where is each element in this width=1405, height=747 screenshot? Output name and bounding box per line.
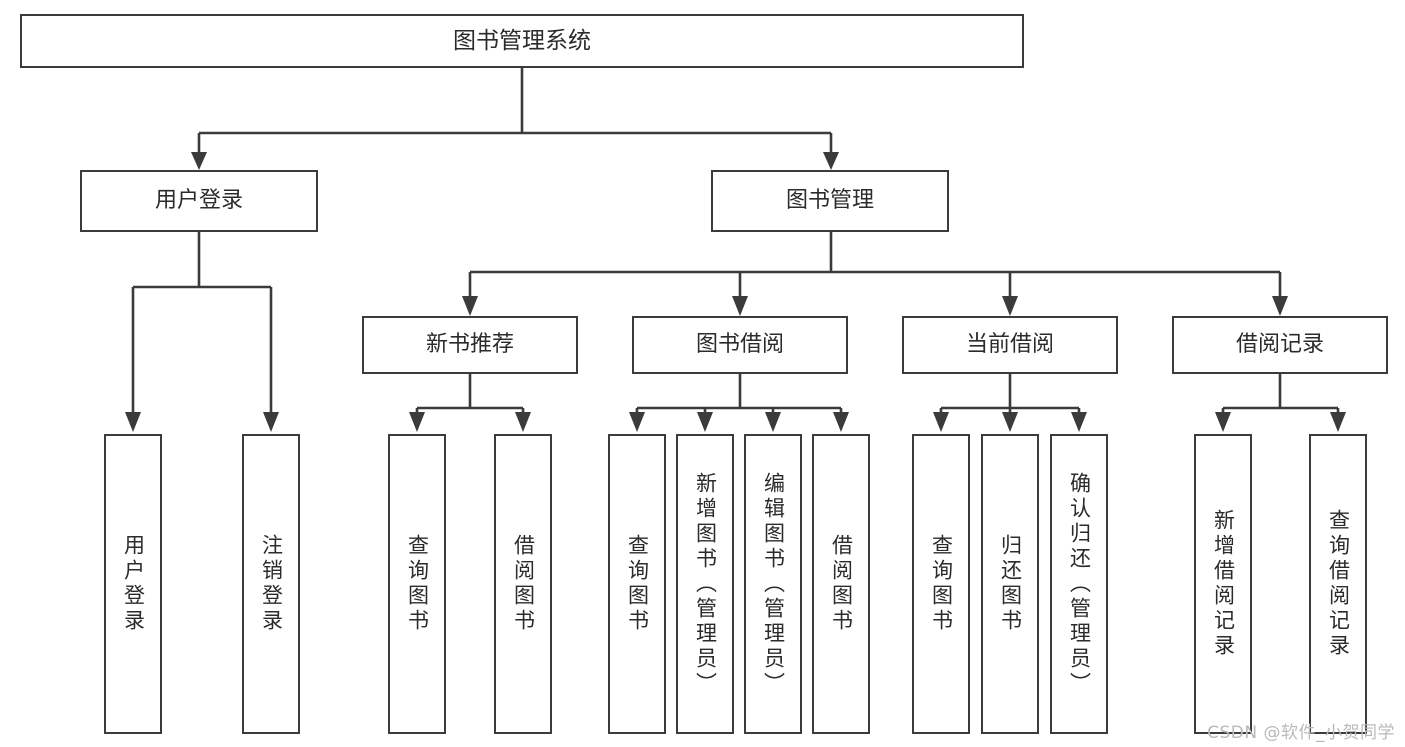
arrowhead-leaf-bb-2 xyxy=(697,412,713,432)
leaf-cb-return-book-label: 归还图书 xyxy=(998,534,1023,634)
node-current-borrow[interactable]: 当前借阅 xyxy=(902,316,1118,374)
node-new-book-recommend[interactable]: 新书推荐 xyxy=(362,316,578,374)
leaf-nb-query-book-label: 查询图书 xyxy=(405,534,430,634)
arrowhead-leaf-nb-1 xyxy=(409,412,425,432)
arrowhead-new-book xyxy=(462,296,478,316)
leaf-nb-query-book[interactable]: 查询图书 xyxy=(388,434,446,734)
leaf-nb-borrow-book-label: 借阅图书 xyxy=(511,534,536,634)
arrowhead-leaf-bb-3 xyxy=(765,412,781,432)
arrowhead-leaf-cb-2 xyxy=(1002,412,1018,432)
leaf-bb-borrow-book[interactable]: 借阅图书 xyxy=(812,434,870,734)
leaf-cb-query-book[interactable]: 查询图书 xyxy=(912,434,970,734)
leaf-cb-query-book-label: 查询图书 xyxy=(929,534,954,634)
leaf-cb-return-book[interactable]: 归还图书 xyxy=(981,434,1039,734)
csdn-watermark: CSDN @软件_小贺同学 xyxy=(1207,723,1395,743)
node-borrow-record[interactable]: 借阅记录 xyxy=(1172,316,1388,374)
arrowhead-leaf-bb-1 xyxy=(629,412,645,432)
leaf-bb-add-book-admin[interactable]: 新增图书（管理员） xyxy=(676,434,734,734)
leaf-user-login-label: 用户登录 xyxy=(121,534,146,634)
leaf-br-add-record[interactable]: 新增借阅记录 xyxy=(1194,434,1252,734)
leaf-br-query-record[interactable]: 查询借阅记录 xyxy=(1309,434,1367,734)
arrowhead-leaf-br-2 xyxy=(1330,412,1346,432)
leaf-bb-query-book[interactable]: 查询图书 xyxy=(608,434,666,734)
node-book-borrow[interactable]: 图书借阅 xyxy=(632,316,848,374)
leaf-user-login[interactable]: 用户登录 xyxy=(104,434,162,734)
arrowhead-leaf-bb-4 xyxy=(833,412,849,432)
arrowhead-leaf-br-1 xyxy=(1215,412,1231,432)
leaf-br-query-record-label: 查询借阅记录 xyxy=(1326,509,1351,659)
arrowhead-book-borrow xyxy=(732,296,748,316)
leaf-nb-borrow-book[interactable]: 借阅图书 xyxy=(494,434,552,734)
arrowhead-book-manage xyxy=(823,152,839,170)
leaf-bb-edit-book-admin-label: 编辑图书（管理员） xyxy=(761,471,786,697)
node-new-book-recommend-label: 新书推荐 xyxy=(425,332,514,358)
node-root-system[interactable]: 图书管理系统 xyxy=(20,14,1024,68)
node-book-management[interactable]: 图书管理 xyxy=(711,170,949,232)
arrowhead-leaf-cb-1 xyxy=(933,412,949,432)
node-user-login-label: 用户登录 xyxy=(154,188,243,214)
node-book-borrow-label: 图书借阅 xyxy=(695,332,784,358)
leaf-br-add-record-label: 新增借阅记录 xyxy=(1211,509,1236,659)
node-current-borrow-label: 当前借阅 xyxy=(965,332,1054,358)
leaf-bb-borrow-book-label: 借阅图书 xyxy=(829,534,854,634)
arrowhead-leaf-logout xyxy=(263,412,279,432)
arrowhead-borrow-record xyxy=(1272,296,1288,316)
arrowhead-leaf-cb-3 xyxy=(1071,412,1087,432)
leaf-logout-label: 注销登录 xyxy=(259,534,284,634)
node-user-login[interactable]: 用户登录 xyxy=(80,170,318,232)
node-borrow-record-label: 借阅记录 xyxy=(1235,332,1324,358)
leaf-bb-add-book-admin-label: 新增图书（管理员） xyxy=(693,471,718,697)
arrowhead-current-borrow xyxy=(1002,296,1018,316)
leaf-bb-edit-book-admin[interactable]: 编辑图书（管理员） xyxy=(744,434,802,734)
leaf-bb-query-book-label: 查询图书 xyxy=(625,534,650,634)
node-book-management-label: 图书管理 xyxy=(785,188,874,214)
arrowhead-user-login xyxy=(191,152,207,170)
leaf-cb-confirm-return-admin[interactable]: 确认归还（管理员） xyxy=(1050,434,1108,734)
node-root-label: 图书管理系统 xyxy=(453,27,591,54)
arrowhead-leaf-nb-2 xyxy=(515,412,531,432)
leaf-logout[interactable]: 注销登录 xyxy=(242,434,300,734)
arrowhead-leaf-user-login xyxy=(125,412,141,432)
leaf-cb-confirm-return-admin-label: 确认归还（管理员） xyxy=(1067,471,1092,697)
